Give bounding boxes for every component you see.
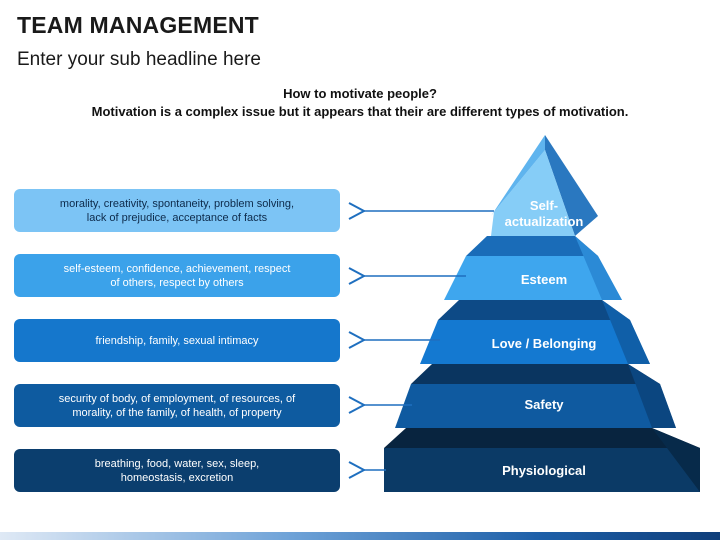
pyramid-level-physiological-front: [384, 448, 700, 492]
desc-line: self-esteem, confidence, achievement, re…: [63, 262, 291, 275]
connector-chevron-esteem: [348, 267, 367, 285]
connector-chevron-physiological: [348, 461, 367, 479]
pyramid-level-selfactual-front: [491, 150, 575, 236]
connector-chevron-selfactual: [348, 202, 367, 220]
desc-line: of others, respect by others: [110, 276, 244, 289]
level-description-selfactual: morality, creativity, spontaneity, probl…: [14, 189, 340, 232]
pyramid-level-esteem-top: [466, 236, 598, 256]
desc-line: friendship, family, sexual intimacy: [95, 334, 259, 347]
level-description-love: friendship, family, sexual intimacy: [14, 319, 340, 362]
pyramid-label-esteem: Esteem: [520, 272, 568, 287]
pyramid-label-selfactual-line2: actualization: [504, 214, 584, 229]
pyramid-label-love: Love / Belonging: [491, 336, 597, 351]
slide-subtitle: Enter your sub headline here: [17, 49, 261, 70]
pyramid-label-selfactual-line1: Self-: [529, 198, 559, 213]
pyramid-level-selfactual-back: [545, 135, 598, 236]
pyramid-level-selfactual-edge: [491, 135, 545, 216]
pyramid-level-love-top: [438, 300, 630, 320]
desc-line: lack of prejudice, acceptance of facts: [86, 211, 268, 224]
pyramid-label-physiological: Physiological: [502, 463, 586, 478]
pyramid-level-physiological-side: [652, 428, 700, 492]
intro-question: How to motivate people?: [283, 86, 437, 101]
pyramid-label-safety: Safety: [524, 397, 564, 412]
pyramid-level-safety-top: [411, 364, 660, 384]
pyramid-level-love-front: [420, 320, 650, 364]
pyramid-level-esteem-front: [444, 256, 622, 300]
level-description-esteem: self-esteem, confidence, achievement, re…: [14, 254, 340, 297]
desc-line: homeostasis, excretion: [120, 471, 234, 484]
connector-chevron-safety: [348, 396, 367, 414]
desc-line: morality, creativity, spontaneity, probl…: [59, 197, 295, 210]
slide-title: TEAM MANAGEMENT: [17, 12, 259, 38]
footer-gradient-bar: [0, 532, 720, 540]
level-description-physiological: breathing, food, water, sex, sleep, home…: [14, 449, 340, 492]
pyramid-level-safety-side: [628, 364, 676, 428]
pyramid-level-safety-front: [395, 384, 676, 428]
level-description-safety: security of body, of employment, of reso…: [14, 384, 340, 427]
pyramid-level-love-side: [602, 300, 650, 364]
connector-chevron-love: [348, 331, 367, 349]
pyramid-label-selfactual: Self- actualization: [484, 198, 604, 230]
pyramid-level-esteem-side: [575, 236, 622, 300]
desc-line: morality, of the family, of health, of p…: [72, 406, 282, 419]
desc-line: breathing, food, water, sex, sleep,: [94, 457, 260, 470]
desc-line: security of body, of employment, of reso…: [58, 392, 296, 405]
pyramid-level-physiological-top: [384, 428, 700, 448]
intro-statement: Motivation is a complex issue but it app…: [91, 104, 629, 119]
